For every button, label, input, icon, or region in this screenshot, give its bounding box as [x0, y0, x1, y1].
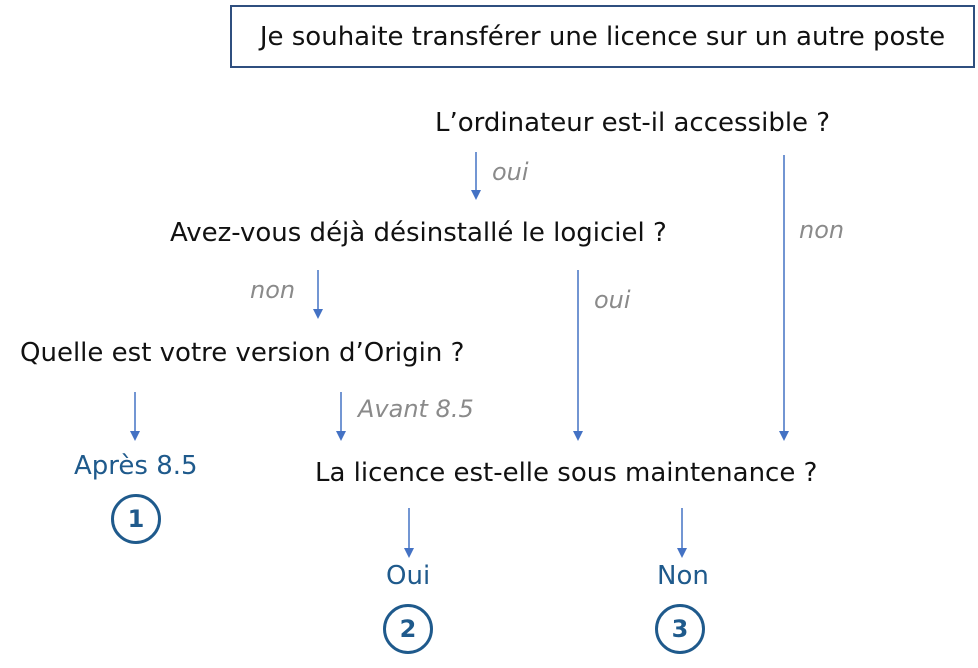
result-badge-2: 2 [383, 604, 433, 654]
result-badge-3-number: 3 [671, 615, 689, 643]
edge-label-q1-no: non [799, 216, 845, 244]
question-software-uninstalled: Avez-vous déjà désinstallé le logiciel ? [170, 218, 667, 248]
result-after-8-5-label: Après 8.5 [74, 451, 198, 481]
result-badge-3: 3 [655, 604, 705, 654]
title-text: Je souhaite transférer une licence sur u… [259, 21, 946, 52]
result-badge-1: 1 [111, 494, 161, 544]
result-badge-1-number: 1 [127, 505, 145, 533]
edge-label-before-8-5: Avant 8.5 [358, 395, 474, 423]
question-origin-version: Quelle est votre version d’Origin ? [20, 338, 465, 368]
question-computer-accessible: L’ordinateur est-il accessible ? [435, 108, 831, 138]
result-badge-2-number: 2 [399, 615, 417, 643]
result-no-label: Non [657, 561, 709, 591]
edge-label-q2-no: non [250, 276, 296, 304]
title-box: Je souhaite transférer une licence sur u… [230, 5, 975, 68]
result-yes-label: Oui [386, 561, 431, 591]
question-license-maintenance: La licence est-elle sous maintenance ? [315, 458, 818, 488]
edge-label-q2-yes: oui [594, 286, 631, 314]
edge-label-q1-yes: oui [492, 158, 529, 186]
